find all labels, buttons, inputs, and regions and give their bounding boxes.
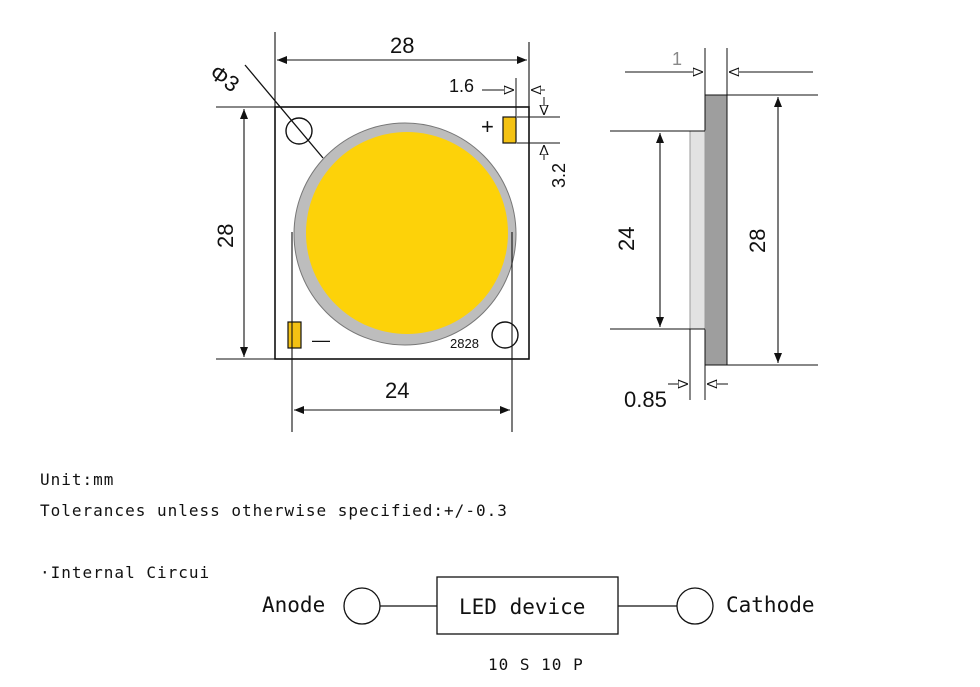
unit-note: Unit:mm (40, 470, 115, 489)
anode-label: Anode (262, 593, 325, 617)
circuit-heading: ·Internal Circui (40, 563, 211, 582)
lens-side (689, 130, 706, 330)
cathode-terminal (676, 587, 714, 625)
circuit-config: 10 S 10 P (488, 655, 584, 674)
front-view: Φ3 + — 2828 28 1.6 3.2 28 24 (205, 32, 569, 432)
model-label: 2828 (450, 336, 479, 351)
minus-sign: — (312, 330, 330, 350)
pad-height-label: 3.2 (549, 163, 569, 188)
bottom-width-label: 24 (385, 378, 409, 403)
tolerance-note: Tolerances unless otherwise specified:+/… (40, 501, 508, 520)
cathode-label: Cathode (726, 593, 815, 617)
outer-height-label: 28 (745, 229, 770, 253)
left-height-label: 28 (213, 224, 238, 248)
side-view: 1 24 28 0.85 (610, 48, 818, 412)
thickness-label: 1 (672, 49, 682, 69)
led-device-label: LED device (459, 595, 585, 619)
mounting-hole-bottom-right (491, 321, 519, 349)
top-width-label: 28 (390, 33, 414, 58)
plus-sign: + (481, 114, 494, 139)
internal-circuit: Anode LED device Cathode (262, 576, 815, 635)
hole-leader-line (244, 64, 324, 159)
cathode-pad (287, 321, 302, 349)
pad-offset-label: 1.6 (449, 76, 474, 96)
anode-pad (502, 116, 517, 144)
anode-terminal (343, 587, 381, 625)
hole-diameter-label: Φ3 (205, 60, 244, 98)
lens-thickness-label: 0.85 (624, 387, 667, 412)
substrate-side (704, 94, 728, 366)
emitter-area (306, 132, 508, 334)
inner-height-label: 24 (614, 227, 639, 251)
